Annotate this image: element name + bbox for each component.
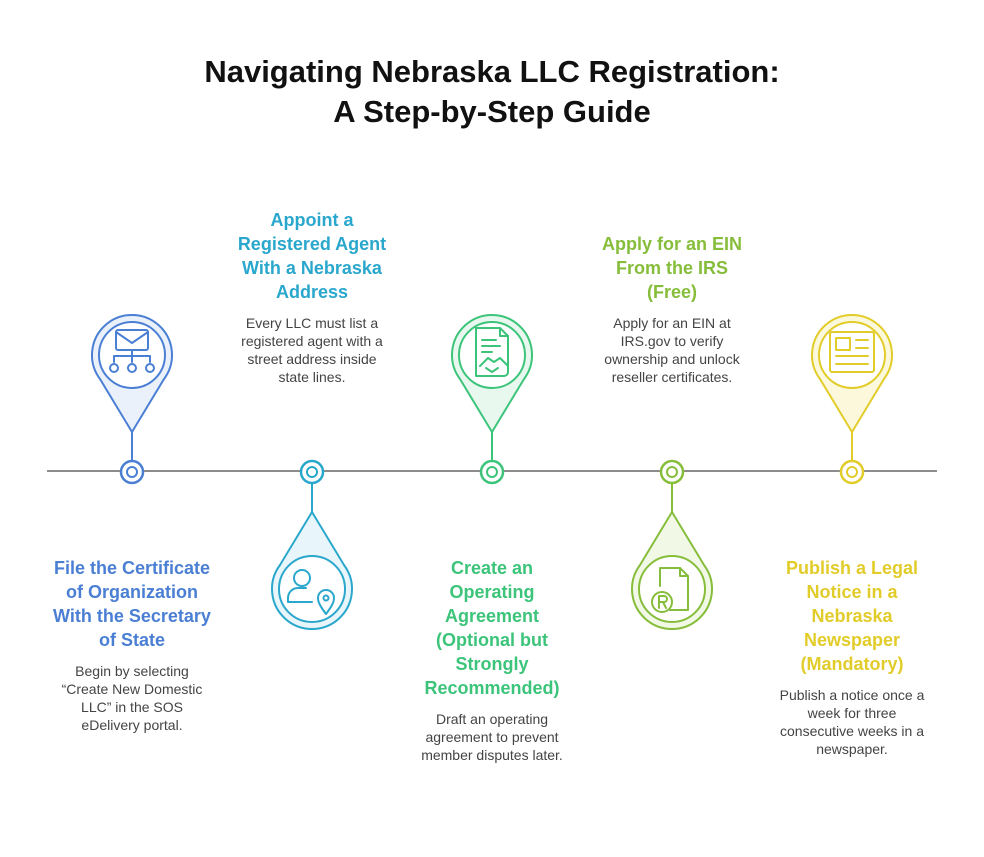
step-3-node (479, 459, 505, 485)
step-3-text: Create an Operating Agreement (Optional … (392, 556, 592, 764)
page-title: Navigating Nebraska LLC Registration: A … (0, 52, 984, 132)
step-1-title: File the Certificate of Organization Wit… (53, 558, 211, 650)
step-1-node (119, 459, 145, 485)
step-3-description: Draft an operating agreement to prevent … (421, 711, 563, 763)
step-4-description: Apply for an EIN at IRS.gov to verify ow… (604, 315, 740, 385)
step-5-marker (811, 314, 893, 485)
contract-handshake-icon (475, 327, 509, 377)
step-3-marker (451, 314, 533, 485)
step-1-description: Begin by selecting “Create New Domestic … (61, 663, 203, 733)
step-4-node (659, 459, 685, 485)
step-2-title: Appoint a Registered Agent With a Nebras… (237, 210, 387, 302)
step-5-text: Publish a Legal Notice in a Nebraska New… (752, 556, 952, 758)
step-2-node (299, 459, 325, 485)
step-4-marker (631, 459, 713, 630)
step-5-title: Publish a Legal Notice in a Nebraska New… (785, 558, 919, 674)
newspaper-icon (829, 331, 875, 373)
step-2-description: Every LLC must list a registered agent w… (241, 315, 383, 385)
step-1-text: File the Certificate of Organization Wit… (32, 556, 232, 734)
registered-document-icon (651, 567, 689, 613)
step-2-marker (271, 459, 353, 630)
step-2-text: Appoint a Registered Agent With a Nebras… (212, 208, 412, 386)
step-4-text: Apply for an EIN From the IRS (Free) App… (572, 232, 772, 386)
step-5-node (839, 459, 865, 485)
step-4-title: Apply for an EIN From the IRS (Free) (601, 234, 742, 302)
step-5-description: Publish a notice once a week for three c… (779, 687, 925, 757)
title-line-2: A Step-by-Step Guide (333, 94, 651, 129)
title-line-1: Navigating Nebraska LLC Registration: (204, 54, 780, 89)
sitemap-icon (109, 329, 155, 373)
step-1-marker (91, 314, 173, 485)
person-location-icon (287, 569, 335, 615)
step-3-title: Create an Operating Agreement (Optional … (424, 558, 560, 698)
